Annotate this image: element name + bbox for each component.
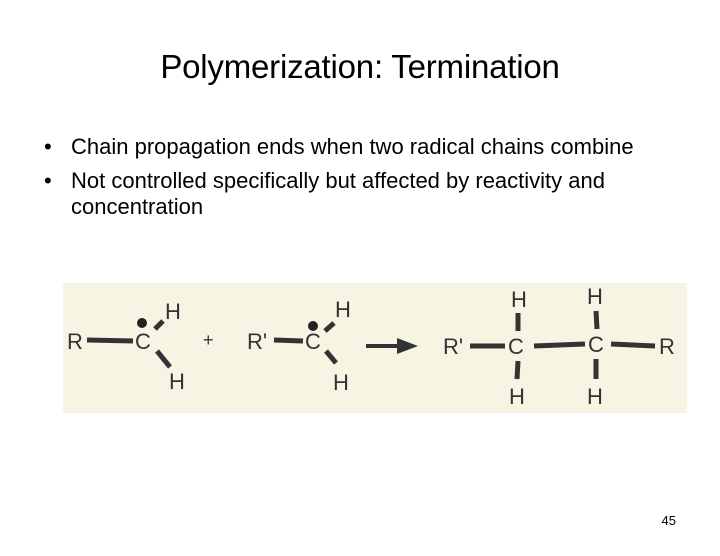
product-r-right: R bbox=[659, 334, 675, 359]
bullet-list: • Chain propagation ends when two radica… bbox=[40, 134, 680, 228]
product-c2-h-bottom: H bbox=[587, 384, 603, 409]
product-c1: C bbox=[508, 334, 524, 359]
bullet-text: Not controlled specifically but affected… bbox=[71, 168, 605, 219]
reactant2-c: C bbox=[305, 329, 321, 354]
reactant-1: R C H H bbox=[67, 299, 185, 394]
product-c2-h-top: H bbox=[587, 284, 603, 309]
product-r-left: R' bbox=[443, 334, 463, 359]
bullet-item: • Chain propagation ends when two radica… bbox=[40, 134, 680, 160]
plus-sign: + bbox=[203, 330, 214, 350]
reactant-2: R' C H H bbox=[247, 297, 351, 395]
product: R' C H H C H H R bbox=[443, 284, 675, 409]
product-c1-h-top: H bbox=[511, 287, 527, 312]
slide-title: Polymerization: Termination bbox=[160, 48, 560, 85]
reactant1-r: R bbox=[67, 329, 83, 354]
bullet-marker: • bbox=[44, 168, 52, 193]
radical-dot-icon bbox=[308, 321, 318, 331]
reactant1-c: C bbox=[135, 329, 151, 354]
page-number: 45 bbox=[661, 513, 676, 528]
bullet-item: • Not controlled specifically but affect… bbox=[40, 168, 680, 220]
reactant1-h-bottom: H bbox=[169, 369, 185, 394]
reactant2-h-bottom: H bbox=[333, 370, 349, 395]
reactant1-h-top: H bbox=[165, 299, 181, 324]
bullet-marker: • bbox=[44, 134, 52, 159]
product-c2: C bbox=[588, 332, 604, 357]
product-c1-h-bottom: H bbox=[509, 384, 525, 409]
reaction-arrow-icon bbox=[366, 338, 418, 354]
reactant2-r: R' bbox=[247, 329, 267, 354]
termination-reaction-diagram: R C H H + R' C H H R' bbox=[63, 283, 687, 413]
reactant2-h-top: H bbox=[335, 297, 351, 322]
radical-dot-icon bbox=[137, 318, 147, 328]
bullet-text: Chain propagation ends when two radical … bbox=[71, 134, 634, 159]
